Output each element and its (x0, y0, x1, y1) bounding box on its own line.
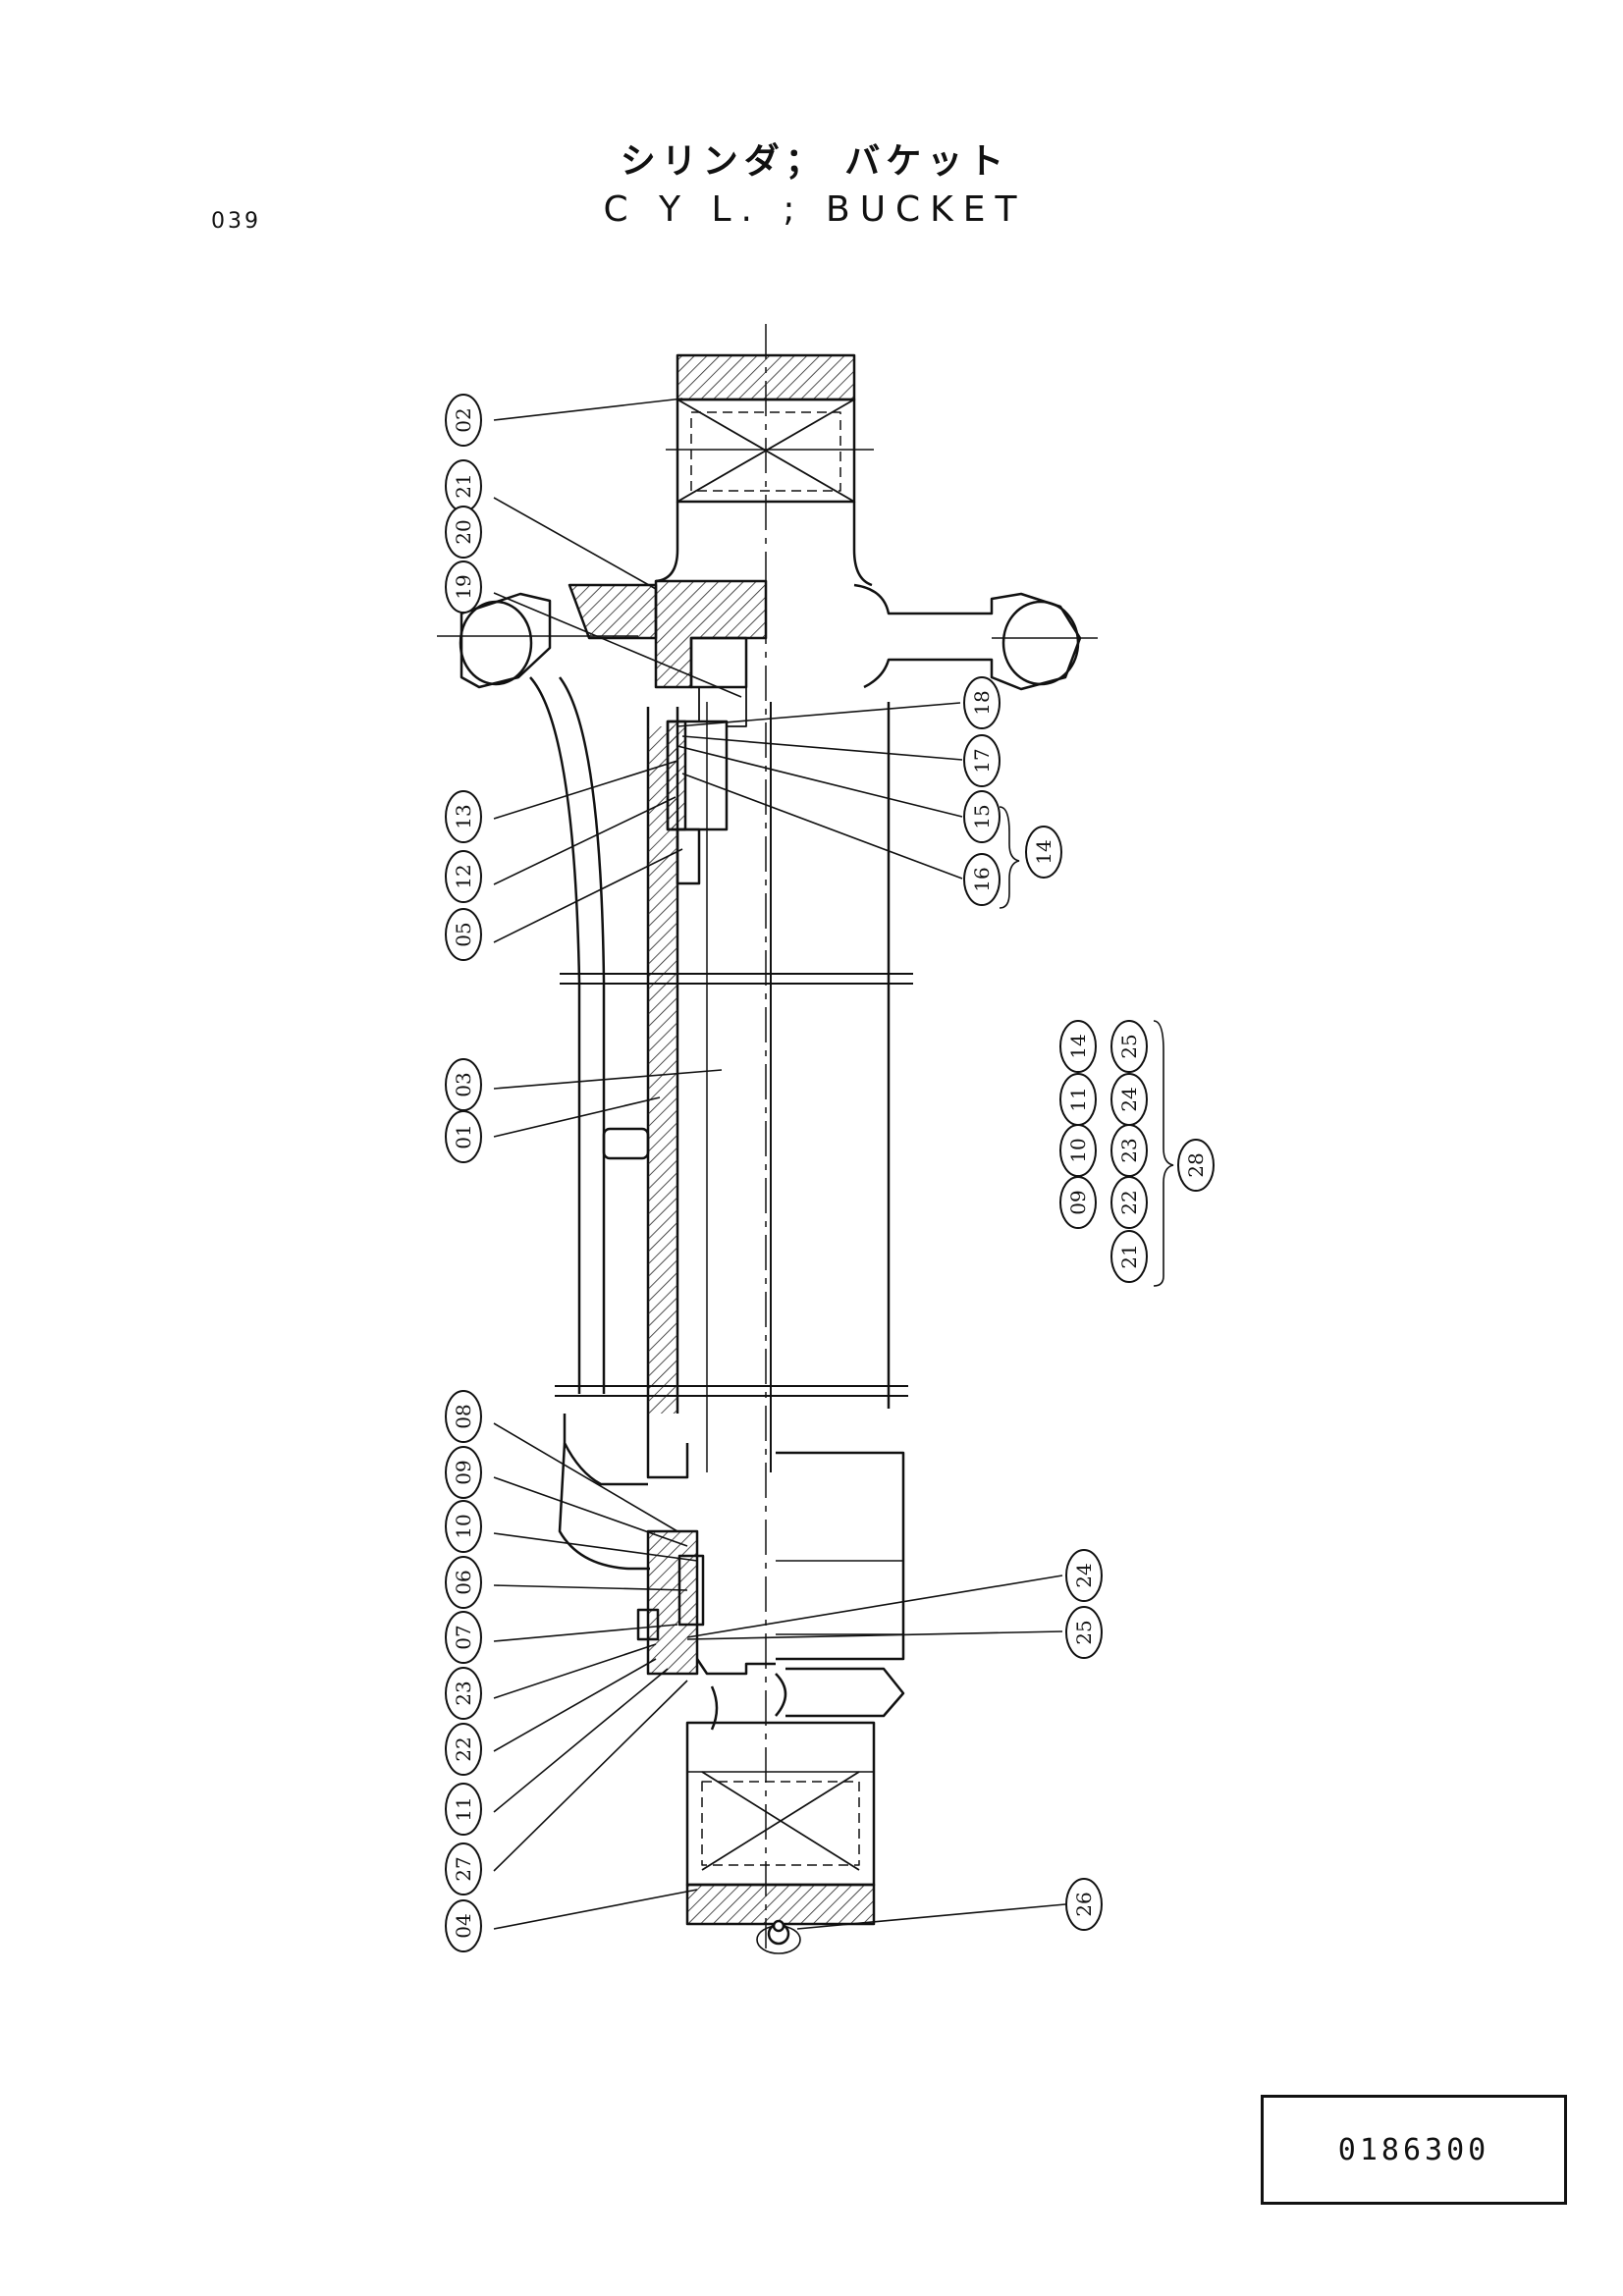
page-code: 039 (211, 209, 261, 234)
kit-item: 21 (1117, 1244, 1141, 1268)
callout-08: 08 (452, 1404, 475, 1428)
callout-22: 22 (452, 1736, 475, 1761)
callout-26: 26 (1072, 1892, 1096, 1916)
bushing-bottom (685, 1721, 876, 1887)
part-number-box: 0186300 (1261, 2095, 1567, 2205)
callout-03: 03 (452, 1072, 475, 1096)
kit-item: 22 (1117, 1190, 1141, 1214)
callout-16: 16 (970, 867, 994, 891)
kit-item: 23 (1117, 1138, 1141, 1162)
callout-09: 09 (452, 1460, 475, 1484)
rod-eye-bottom (685, 1883, 876, 1926)
callout-25: 25 (1072, 1620, 1096, 1644)
callout-01: 01 (452, 1124, 475, 1148)
callout-11: 11 (452, 1796, 475, 1821)
callout-20: 20 (452, 519, 475, 544)
kit-item: 14 (1066, 1034, 1090, 1058)
callout-10: 10 (452, 1514, 475, 1538)
kit-item: 25 (1117, 1034, 1141, 1058)
kit-item: 09 (1066, 1190, 1090, 1214)
callout-05: 05 (452, 922, 475, 946)
callout-17: 17 (970, 748, 994, 773)
kit-group-number: 28 (1184, 1152, 1208, 1177)
callout-14: 14 (1032, 839, 1055, 864)
kit-item: 11 (1066, 1087, 1090, 1111)
callout-18: 18 (970, 690, 994, 715)
callout-13: 13 (452, 804, 475, 828)
callout-12: 12 (452, 864, 475, 888)
title-english: C Y L. ; BUCKET (603, 189, 1027, 230)
title-japanese: シリンダ； バケット (620, 141, 1010, 182)
callout-21: 21 (452, 473, 475, 498)
kit-item: 24 (1117, 1087, 1141, 1111)
callout-04: 04 (452, 1913, 475, 1938)
callout-27: 27 (452, 1856, 475, 1881)
callout-24: 24 (1072, 1563, 1096, 1587)
callout-06: 06 (452, 1570, 475, 1594)
callout-15: 15 (970, 804, 994, 828)
callout-02: 02 (452, 407, 475, 432)
callout-07: 07 (452, 1625, 475, 1649)
kit-item: 10 (1066, 1138, 1090, 1162)
bushing-top (676, 398, 856, 504)
callout-19: 19 (452, 574, 475, 599)
callout-23: 23 (452, 1681, 475, 1705)
rod-eye-top (676, 353, 856, 401)
